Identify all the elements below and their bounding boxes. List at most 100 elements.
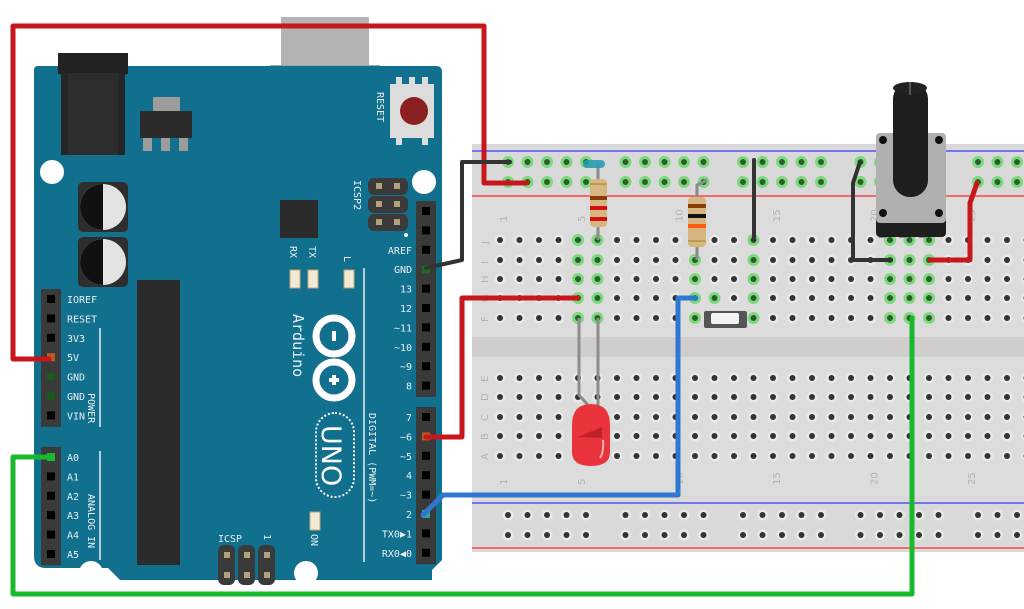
- breadboard-hole[interactable]: [926, 394, 932, 400]
- breadboard-hole[interactable]: [1004, 433, 1010, 439]
- breadboard-hole[interactable]: [711, 394, 718, 400]
- breadboard-hole[interactable]: [731, 295, 737, 301]
- rail-hole[interactable]: [818, 512, 824, 518]
- rail-hole[interactable]: [1014, 159, 1020, 165]
- header-pin[interactable]: [47, 372, 55, 381]
- breadboard-hole[interactable]: [497, 375, 503, 381]
- rail-hole[interactable]: [975, 159, 981, 165]
- rail-hole[interactable]: [759, 512, 766, 518]
- breadboard-hole[interactable]: [516, 276, 523, 282]
- wire-gnd-black[interactable]: [424, 160, 512, 270]
- rail-hole[interactable]: [661, 179, 668, 185]
- breadboard-hole[interactable]: [828, 433, 835, 439]
- breadboard-hole[interactable]: [672, 257, 679, 263]
- rail-hole[interactable]: [505, 512, 511, 518]
- header-pin[interactable]: [422, 362, 430, 371]
- breadboard-hole[interactable]: [750, 414, 757, 420]
- breadboard-hole[interactable]: [516, 257, 523, 263]
- breadboard-hole[interactable]: [867, 414, 874, 420]
- rail-hole[interactable]: [544, 512, 550, 518]
- breadboard-hole[interactable]: [770, 295, 776, 301]
- rail-hole[interactable]: [759, 179, 766, 185]
- led[interactable]: [572, 318, 610, 466]
- resistor-220[interactable]: [583, 160, 607, 240]
- breadboard-hole[interactable]: [867, 433, 874, 439]
- breadboard-hole[interactable]: [945, 394, 952, 400]
- breadboard-hole[interactable]: [497, 414, 503, 420]
- breadboard-hole[interactable]: [555, 394, 562, 400]
- rail-hole[interactable]: [524, 532, 531, 538]
- breadboard-hole[interactable]: [945, 276, 952, 282]
- breadboard-hole[interactable]: [867, 394, 874, 400]
- breadboard-hole[interactable]: [555, 257, 562, 263]
- rail-hole[interactable]: [700, 512, 707, 518]
- breadboard-hole[interactable]: [594, 276, 601, 282]
- breadboard-hole[interactable]: [828, 276, 835, 282]
- header-pin[interactable]: [422, 226, 430, 235]
- rail-hole[interactable]: [622, 159, 629, 165]
- breadboard-hole[interactable]: [536, 276, 542, 282]
- breadboard-hole[interactable]: [828, 453, 835, 459]
- breadboard-hole[interactable]: [614, 257, 620, 263]
- breadboard-hole[interactable]: [770, 315, 776, 321]
- reset-button-cap[interactable]: [400, 97, 428, 125]
- header-pin[interactable]: [422, 207, 430, 215]
- breadboard-hole[interactable]: [633, 453, 640, 459]
- rail-hole[interactable]: [994, 159, 1001, 165]
- breadboard-hole[interactable]: [1004, 295, 1010, 301]
- breadboard-hole[interactable]: [789, 257, 796, 263]
- breadboard-hole[interactable]: [809, 394, 815, 400]
- rail-hole[interactable]: [681, 532, 687, 538]
- breadboard-hole[interactable]: [809, 375, 815, 381]
- breadboard-hole[interactable]: [750, 394, 757, 400]
- breadboard-hole[interactable]: [789, 414, 796, 420]
- breadboard-hole[interactable]: [1004, 257, 1010, 263]
- rail-hole[interactable]: [681, 159, 687, 165]
- rail-hole[interactable]: [916, 512, 922, 518]
- breadboard-hole[interactable]: [653, 315, 659, 321]
- breadboard-hole[interactable]: [1004, 414, 1010, 420]
- breadboard-hole[interactable]: [945, 237, 952, 243]
- header-pin[interactable]: [422, 304, 430, 312]
- breadboard-hole[interactable]: [809, 315, 815, 321]
- breadboard-hole[interactable]: [770, 453, 776, 459]
- rail-hole[interactable]: [779, 532, 785, 538]
- breadboard-hole[interactable]: [575, 257, 581, 263]
- breadboard-hole[interactable]: [614, 453, 620, 459]
- breadboard-hole[interactable]: [536, 237, 542, 243]
- rail-hole[interactable]: [700, 532, 707, 538]
- rail-hole[interactable]: [1014, 532, 1020, 538]
- breadboard-hole[interactable]: [945, 414, 952, 420]
- breadboard-hole[interactable]: [614, 315, 620, 321]
- rail-hole[interactable]: [642, 159, 648, 165]
- breadboard-hole[interactable]: [516, 315, 523, 321]
- header-pin[interactable]: [422, 245, 430, 254]
- breadboard-hole[interactable]: [653, 257, 659, 263]
- rail-hole[interactable]: [759, 532, 766, 538]
- breadboard-hole[interactable]: [594, 257, 601, 263]
- header-pin[interactable]: [47, 530, 55, 539]
- breadboard-hole[interactable]: [1004, 453, 1010, 459]
- breadboard-hole[interactable]: [770, 257, 776, 263]
- rail-hole[interactable]: [544, 179, 550, 185]
- header-pin[interactable]: [47, 353, 55, 362]
- breadboard-hole[interactable]: [887, 453, 893, 459]
- breadboard-hole[interactable]: [516, 394, 523, 400]
- rail-hole[interactable]: [740, 179, 746, 185]
- breadboard-hole[interactable]: [633, 375, 640, 381]
- rail-hole[interactable]: [524, 159, 531, 165]
- breadboard-hole[interactable]: [750, 375, 757, 381]
- rail-hole[interactable]: [583, 179, 589, 185]
- breadboard-hole[interactable]: [965, 375, 971, 381]
- rail-hole[interactable]: [505, 532, 511, 538]
- breadboard-hole[interactable]: [965, 295, 971, 301]
- rail-hole[interactable]: [779, 179, 785, 185]
- breadboard-hole[interactable]: [906, 295, 913, 301]
- rail-hole[interactable]: [798, 159, 805, 165]
- breadboard-hole[interactable]: [867, 315, 874, 321]
- breadboard-hole[interactable]: [692, 394, 698, 400]
- rail-hole[interactable]: [700, 159, 707, 165]
- breadboard-hole[interactable]: [848, 295, 854, 301]
- breadboard-hole[interactable]: [692, 276, 698, 282]
- breadboard-hole[interactable]: [984, 453, 991, 459]
